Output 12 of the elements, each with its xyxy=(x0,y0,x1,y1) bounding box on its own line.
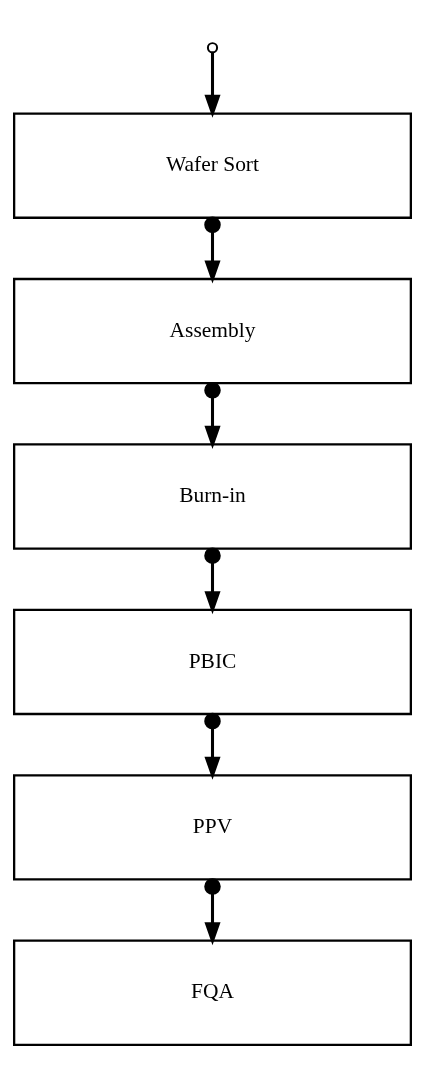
node-box: PPV xyxy=(13,774,412,881)
node-box: PBIC xyxy=(13,608,412,716)
arrow xyxy=(204,216,221,284)
arrow xyxy=(204,547,221,615)
node-box: FQA xyxy=(13,939,412,1046)
arrow xyxy=(204,52,221,118)
arrow xyxy=(204,712,221,780)
node-box: Burn-in xyxy=(13,443,412,550)
arrow xyxy=(204,878,221,946)
arrow xyxy=(204,382,221,449)
node-box: Assembly xyxy=(13,277,412,385)
node-box: Wafer Sort xyxy=(13,112,412,219)
